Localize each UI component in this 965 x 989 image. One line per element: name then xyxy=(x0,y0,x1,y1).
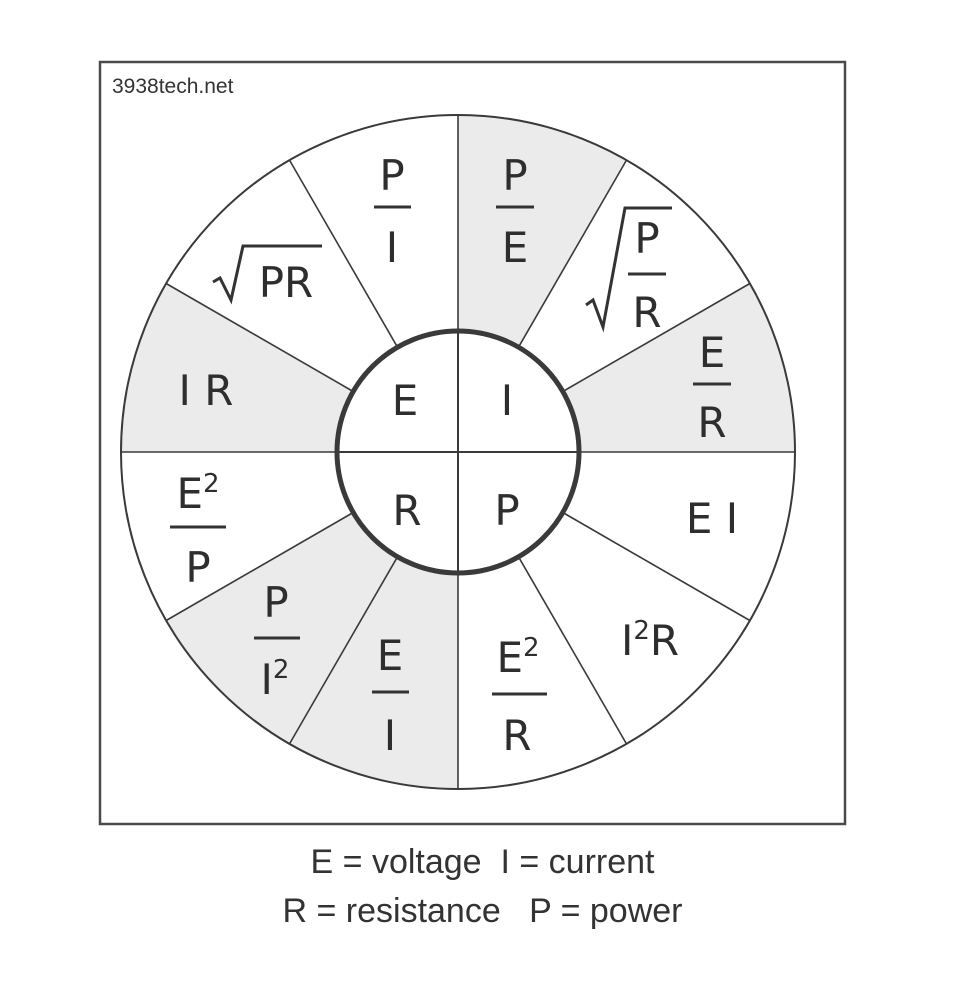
formula-p-over-i-squared: P I2 xyxy=(254,578,300,704)
formula-p-over-i: P I xyxy=(374,151,411,272)
shaded-wedge xyxy=(458,115,627,348)
formula-sqrt-p-over-r: P R xyxy=(585,206,672,337)
formula-i-times-r: I R xyxy=(179,366,234,415)
diagram-frame xyxy=(98,60,847,826)
radical-sign xyxy=(585,206,672,333)
svg-text:R: R xyxy=(502,711,531,760)
spoke-lower-right-2 xyxy=(517,556,628,745)
shaded-wedge xyxy=(289,556,458,789)
legend-line-1: E = voltage I = current xyxy=(310,843,655,881)
shaded-wedge xyxy=(562,283,795,452)
svg-text:E: E xyxy=(699,328,726,377)
center-current-i: I xyxy=(501,376,513,425)
spoke-upper-right-2 xyxy=(562,282,751,393)
formula-e-times-i: E I xyxy=(686,494,738,543)
shaded-wedge xyxy=(121,283,354,452)
svg-text:P: P xyxy=(634,214,659,263)
formula-i-squared-r: I2R xyxy=(621,616,679,665)
svg-text:PR: PR xyxy=(259,258,314,307)
shaded-wedge xyxy=(166,512,398,744)
svg-text:E: E xyxy=(502,223,529,272)
radical-sign xyxy=(212,244,322,305)
svg-text:E2: E2 xyxy=(496,633,539,682)
formula-e-over-r: E R xyxy=(693,328,731,447)
svg-text:P: P xyxy=(379,151,404,200)
formula-e-squared-over-r: E2 R xyxy=(492,633,547,760)
svg-text:R: R xyxy=(697,398,726,447)
svg-text:I2: I2 xyxy=(261,655,290,704)
center-voltage-e: E xyxy=(392,376,419,425)
svg-text:E: E xyxy=(377,631,404,680)
spoke-upper-left-2 xyxy=(288,159,399,348)
spoke-lower-left-1 xyxy=(288,556,399,745)
spoke-upper-left-1 xyxy=(165,282,354,393)
center-power-p: P xyxy=(494,486,519,535)
spoke-upper-right-1 xyxy=(517,159,628,348)
svg-text:P: P xyxy=(263,578,288,627)
svg-text:E2: E2 xyxy=(176,469,219,518)
spoke-lower-left-2 xyxy=(165,511,354,622)
segment-dividers xyxy=(121,115,795,789)
svg-text:R: R xyxy=(632,288,661,337)
shaded-wedges xyxy=(121,115,795,789)
formula-sqrt-pr: PR xyxy=(212,244,322,307)
svg-text:P: P xyxy=(502,151,527,200)
legend-line-2: R = resistance P = power xyxy=(282,892,683,930)
svg-text:P: P xyxy=(185,543,210,592)
formula-e-squared-over-p: E2 P xyxy=(170,469,226,592)
svg-text:I: I xyxy=(384,711,396,760)
formula-e-over-i: E I xyxy=(372,631,409,760)
site-label: 3938tech.net xyxy=(112,75,234,98)
svg-text:I: I xyxy=(386,223,398,272)
center-resistance-r: R xyxy=(392,486,421,535)
formula-p-over-e: P E xyxy=(496,151,534,272)
spoke-lower-right-1 xyxy=(562,511,751,622)
